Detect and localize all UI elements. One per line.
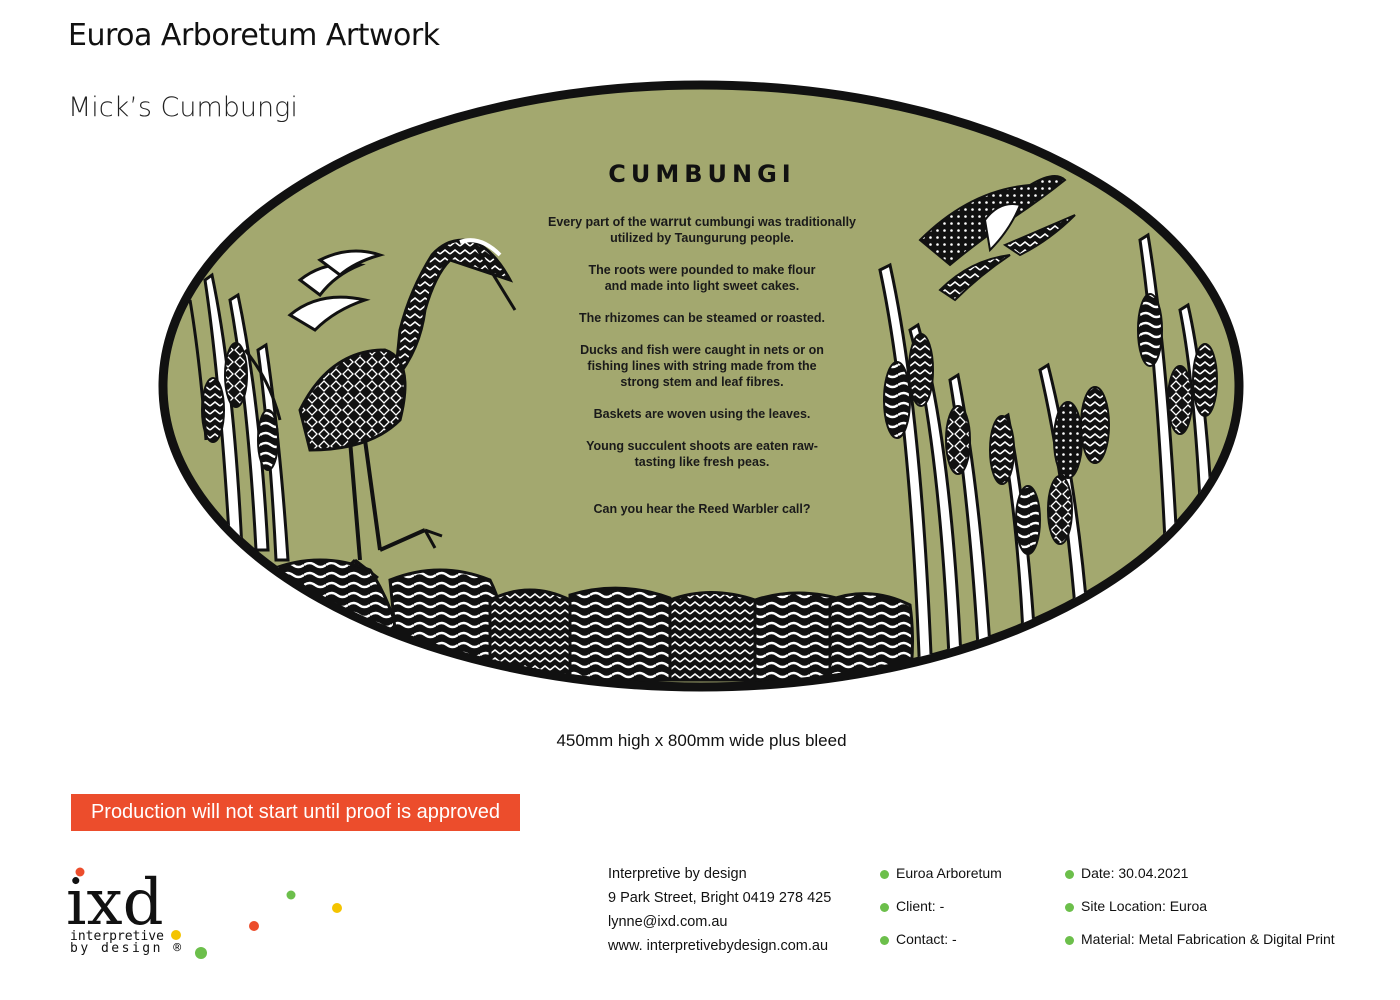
bullet-icon xyxy=(1065,935,1074,945)
date-field: Date: 30.04.2021 xyxy=(1081,865,1189,881)
bullet-icon xyxy=(880,869,889,879)
dimensions-caption: 450mm high x 800mm wide plus bleed xyxy=(556,731,847,750)
material-field: Material: Metal Fabrication & Digital Pr… xyxy=(1081,931,1335,947)
proof-notice: Production will not start until proof is… xyxy=(71,794,520,831)
paragraph-line: The rhizomes can be steamed or roasted. xyxy=(579,311,825,325)
page-subtitle: Mick’s Cumbungi xyxy=(68,92,298,123)
paragraph-line: Young succulent shoots are eaten raw- xyxy=(586,439,818,453)
bullet-icon xyxy=(1065,869,1074,879)
project-name: Euroa Arboretum xyxy=(896,865,1002,881)
logo-tagline-2: by design ® xyxy=(70,941,184,956)
paragraph-line: The roots were pounded to make flour xyxy=(588,263,816,277)
company-address: 9 Park Street, Bright 0419 278 425 xyxy=(608,890,832,906)
logo-letters: ixd xyxy=(66,866,164,940)
logo-tagline-1: interpretive xyxy=(70,929,164,944)
paragraph-line: strong stem and leaf fibres. xyxy=(620,375,784,389)
artwork-oval xyxy=(158,80,1244,692)
paragraph-line: Baskets are woven using the leaves. xyxy=(593,407,811,421)
paragraph-line: utilized by Taungurung people. xyxy=(610,231,794,245)
page-title: Euroa Arboretum Artwork xyxy=(68,18,440,53)
bullet-icon xyxy=(1065,902,1074,912)
ixd-logo: ixd interpretive by design ® xyxy=(66,866,342,959)
eagle-illustration xyxy=(918,175,1076,302)
contact-field: Contact: - xyxy=(896,931,957,947)
panel-paragraph: Young succulent shoots are eaten raw- ta… xyxy=(500,438,904,470)
paragraph-line: and made into light sweet cakes. xyxy=(604,279,800,293)
panel-closing: Can you hear the Reed Warbler call? xyxy=(593,502,811,516)
bullet-icon xyxy=(880,935,889,945)
heron-illustration xyxy=(287,238,517,583)
panel-paragraph: The roots were pounded to make flour and… xyxy=(500,262,904,294)
panel-paragraph: Ducks and fish were caught in nets or on… xyxy=(500,342,904,390)
panel-text: Every part of the warrut cumbungi was tr… xyxy=(500,214,904,533)
contact-block: Interpretive by design 9 Park Street, Br… xyxy=(608,862,831,958)
left-reeds xyxy=(188,272,290,562)
paragraph-line: Every part of the warrut cumbungi was tr… xyxy=(548,214,856,229)
paragraph-line: fishing lines with string made from the xyxy=(587,359,817,373)
panel-paragraph: The rhizomes can be steamed or roasted. xyxy=(500,310,904,326)
panel-paragraph: Baskets are woven using the leaves. xyxy=(500,406,904,422)
company-name: Interpretive by design xyxy=(608,866,747,882)
bullet-icon xyxy=(880,902,889,912)
client-field: Client: - xyxy=(896,898,945,914)
company-website: www. interpretivebydesign.com.au xyxy=(608,938,829,954)
paragraph-line: tasting like fresh peas. xyxy=(634,455,770,469)
paragraph-line: Ducks and fish were caught in nets or on xyxy=(580,343,824,357)
company-email: lynne@ixd.com.au xyxy=(608,914,728,930)
panel-heading: CUMBUNGI xyxy=(608,160,796,188)
site-location-field: Site Location: Euroa xyxy=(1081,898,1208,914)
panel-paragraph: Every part of the warrut cumbungi was tr… xyxy=(500,214,904,246)
